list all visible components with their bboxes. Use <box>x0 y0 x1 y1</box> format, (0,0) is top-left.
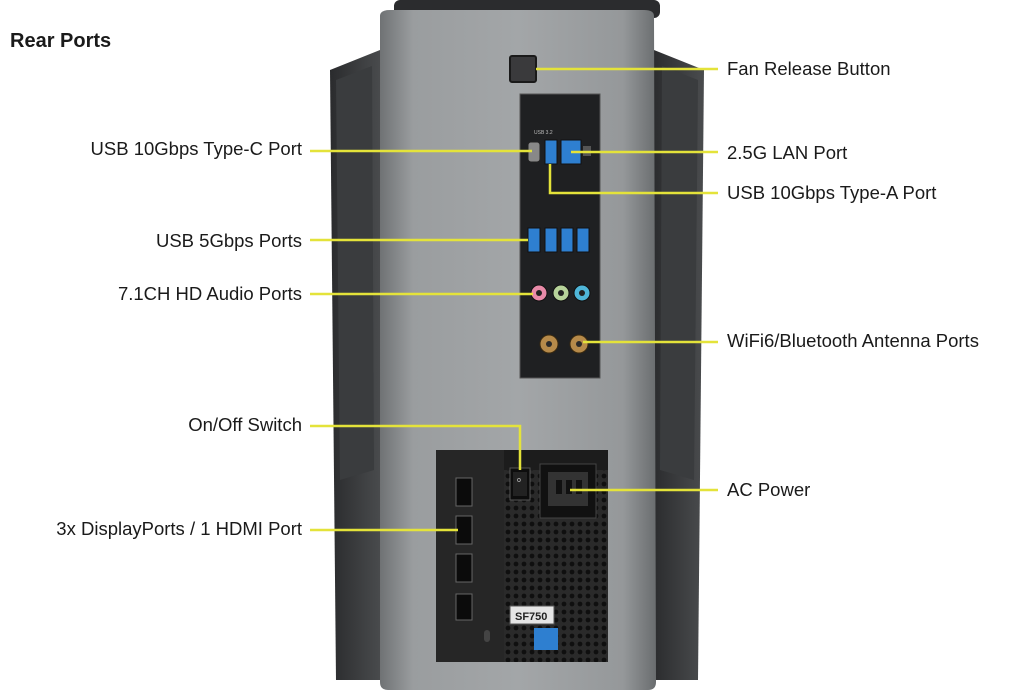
page-title: Rear Ports <box>10 30 112 52</box>
displayport-3[interactable] <box>455 553 473 583</box>
chassis-right-fin <box>652 50 704 680</box>
label-usb-typec: USB 10Gbps Type-C Port <box>90 138 302 159</box>
usb5-port-3[interactable] <box>560 227 574 253</box>
io-shield: USB 3.2 <box>519 93 601 379</box>
usb-header-text: USB 3.2 <box>534 130 553 136</box>
usb-typea-port[interactable] <box>544 139 558 165</box>
displayport-2[interactable] <box>455 515 473 545</box>
hdmi-port[interactable] <box>455 593 473 621</box>
leader-lines <box>310 67 718 532</box>
label-fan-release: Fan Release Button <box>727 58 891 79</box>
usb5-port-4[interactable] <box>576 227 590 253</box>
label-usb5: USB 5Gbps Ports <box>155 230 302 251</box>
usb5-port-2[interactable] <box>544 227 558 253</box>
label-display: 3x DisplayPorts / 1 HDMI Port <box>56 518 302 539</box>
fan-release-button[interactable] <box>509 55 537 83</box>
usb5-port-1[interactable] <box>527 227 541 253</box>
psu-logo <box>534 628 558 650</box>
label-lan: 2.5G LAN Port <box>727 142 848 163</box>
displayport-1[interactable] <box>455 477 473 507</box>
label-antenna: WiFi6/Bluetooth Antenna Ports <box>727 330 979 351</box>
label-audio: 7.1CH HD Audio Ports <box>117 283 302 304</box>
label-onoff: On/Off Switch <box>188 414 302 435</box>
svg-text:SF750: SF750 <box>515 611 547 623</box>
psu-panel: o SF750 <box>436 450 608 662</box>
svg-text:o: o <box>517 477 521 484</box>
psu-model-label <box>509 605 555 625</box>
chassis-left-fin <box>330 50 382 680</box>
label-usb-typea: USB 10Gbps Type-A Port <box>727 182 937 203</box>
label-ac-power: AC Power <box>727 479 811 500</box>
